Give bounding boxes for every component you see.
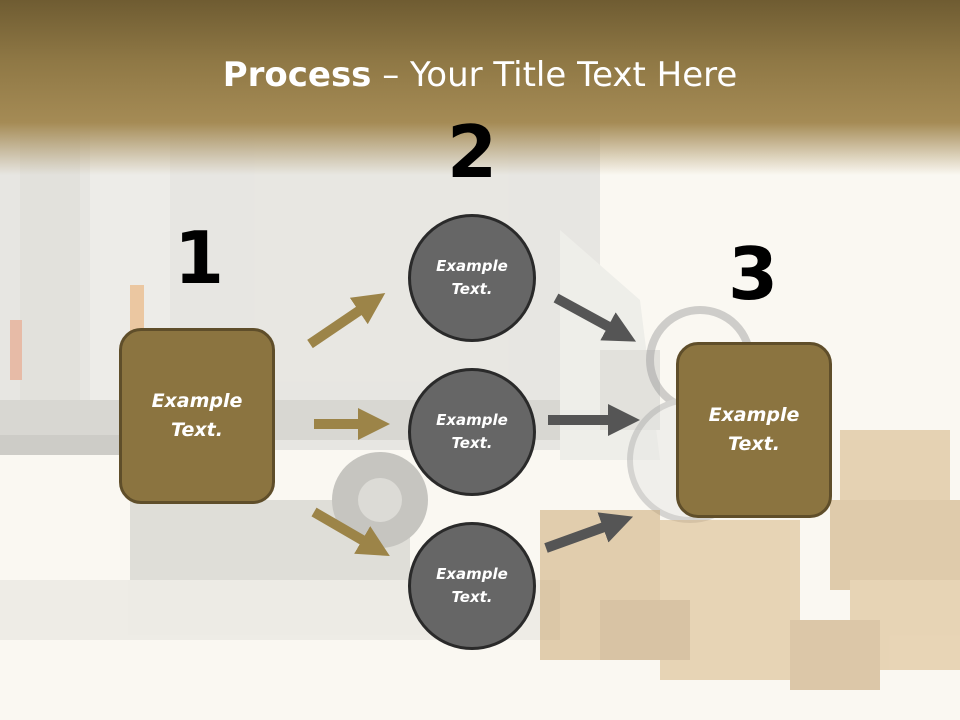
circle-top-line-2: Text. [451, 280, 493, 298]
arrow-left-to-bottom [311, 507, 390, 557]
start-box-line-1: Example [151, 390, 243, 412]
end-box-line-1: Example [708, 404, 800, 426]
arrow-top-to-right [553, 293, 637, 342]
end-box: Example Text. [676, 342, 832, 518]
end-box-text: Example Text. [709, 401, 800, 459]
start-box-text: Example Text. [152, 387, 243, 445]
title-bold: Process [222, 55, 372, 95]
step-number-1: 1 [173, 216, 225, 300]
arrow-bottom-to-right [544, 512, 634, 553]
circle-top-line-1: Example [436, 257, 508, 275]
circle-bottom: Example Text. [408, 522, 536, 650]
circle-bottom-text: Example Text. [436, 563, 508, 609]
slide-title: Process – Your Title Text Here [0, 52, 960, 98]
title-band [0, 0, 960, 175]
step-number-2: 2 [446, 110, 498, 194]
circle-middle: Example Text. [408, 368, 536, 496]
arrow-left-to-top [307, 293, 386, 349]
step-number-3: 3 [727, 232, 779, 316]
end-box-line-2: Text. [728, 433, 780, 455]
circle-middle-line-1: Example [436, 411, 508, 429]
circle-bottom-line-1: Example [436, 565, 508, 583]
circle-bottom-line-2: Text. [451, 588, 493, 606]
circle-top: Example Text. [408, 214, 536, 342]
start-box-line-2: Text. [171, 419, 223, 441]
start-box: Example Text. [119, 328, 275, 504]
title-rest: – Your Title Text Here [371, 55, 738, 95]
circle-middle-text: Example Text. [436, 409, 508, 455]
circle-middle-line-2: Text. [451, 434, 493, 452]
circle-top-text: Example Text. [436, 255, 508, 301]
